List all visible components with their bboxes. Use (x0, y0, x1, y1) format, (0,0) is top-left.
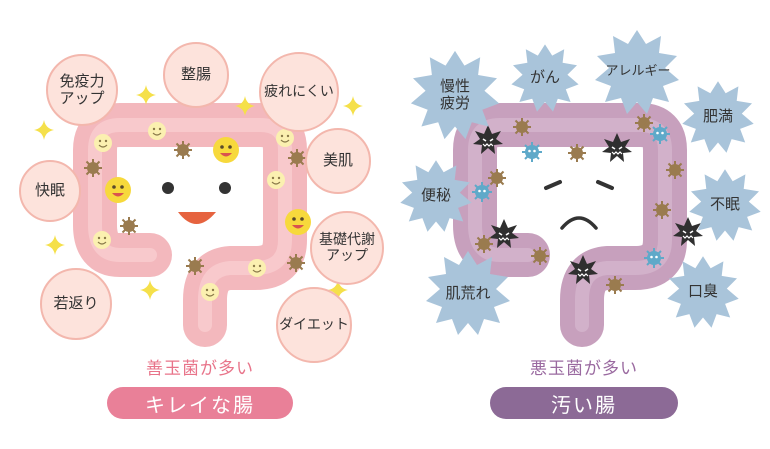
good-caption: 善玉菌が多い (146, 359, 254, 379)
gut-smile (178, 212, 216, 224)
benefit-immunity-bubble: 免疫力 アップ (46, 54, 118, 126)
benefit-rejuvenation-bubble: 若返り (40, 268, 112, 340)
benefit-beautiful-skin-bubble: 美肌 (305, 128, 371, 194)
unhealthy-gut (453, 103, 704, 347)
gut-eye-right (219, 182, 231, 194)
clean-gut-pill: キレイな腸 (107, 387, 293, 419)
healthy-gut (34, 85, 363, 347)
gut-eye-left (162, 182, 174, 194)
benefit-metabolism-bubble: 基礎代謝 アップ (310, 211, 384, 285)
gut-brow-left (544, 180, 562, 190)
benefit-less-fatigue-bubble: 疲れにくい (259, 52, 339, 132)
benefit-good-sleep-bubble: 快眠 (19, 160, 81, 222)
bad-caption: 悪玉菌が多い (530, 359, 638, 379)
dirty-gut-pill: 汚い腸 (490, 387, 678, 419)
gut-brow-right (596, 180, 614, 190)
benefit-intestinal-regulation-bubble: 整腸 (163, 42, 229, 108)
benefit-diet-bubble: ダイエット (276, 287, 352, 363)
gut-frown (560, 216, 598, 230)
